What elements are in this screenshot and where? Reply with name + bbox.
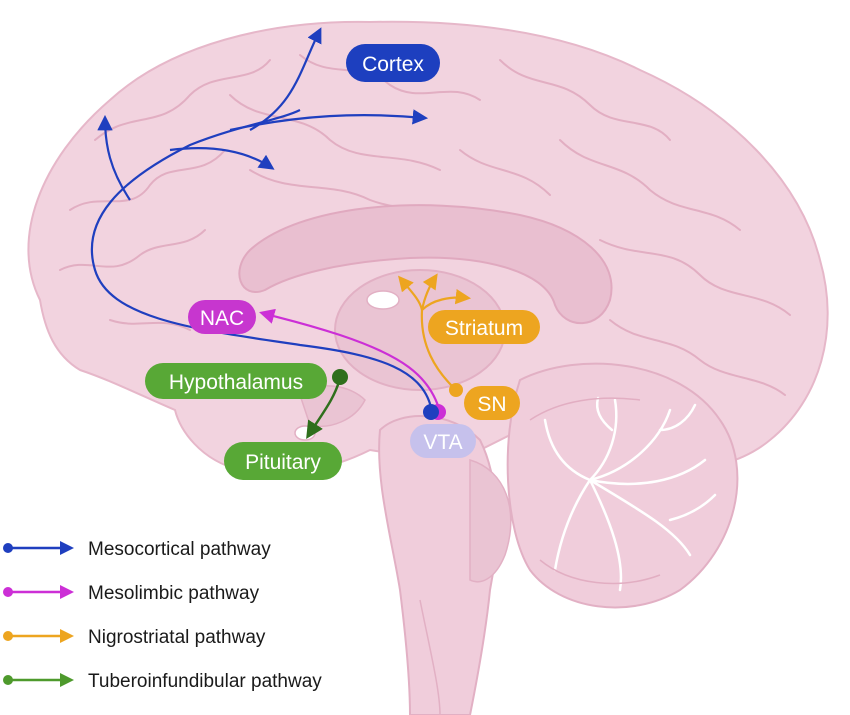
legend-arrowhead [60,629,74,643]
label-nac: NAC [188,300,256,334]
label-vta: VTA [410,424,476,458]
label-sn: SN [464,386,520,420]
mesocortical-branch-lower [169,147,275,170]
mesocortical-branch-frontal [97,114,131,201]
label-striatum-text: Striatum [445,317,523,340]
label-hypothalamus-text: Hypothalamus [169,371,303,394]
brainstem [378,415,498,715]
label-cortex: Cortex [346,44,440,82]
label-nac-text: NAC [200,307,244,330]
mesocortical-branch-mid [229,109,429,132]
legend-dot [3,543,13,553]
legend-arrowhead [60,541,74,555]
label-sn-text: SN [477,393,506,416]
mesocortical-pathway [90,27,434,413]
legend-label: Mesocortical pathway [88,539,271,560]
label-striatum: Striatum [428,310,540,344]
legend-dot [3,675,13,685]
mesolimbic-pathway [259,308,442,413]
legend-arrowhead [60,673,74,687]
legend-dot [3,631,13,641]
legend-label: Mesolimbic pathway [88,583,260,604]
legend-label: Tuberoinfundibular pathway [88,671,322,692]
legend-item: Mesolimbic pathway [3,583,260,604]
corpus-callosum [238,204,613,325]
legend-item: Mesocortical pathway [3,539,271,560]
label-vta-text: VTA [423,431,462,454]
label-hypothalamus: Hypothalamus [145,363,327,399]
legend-dot [3,587,13,597]
label-pituitary-text: Pituitary [245,451,321,474]
mesocortical-branch-superior [249,27,322,131]
vta-mesocortical-dot [423,404,439,420]
mesocortical-trunk [90,109,434,413]
legend-item: Tuberoinfundibular pathway [3,671,322,692]
legend-arrowhead [60,585,74,599]
cerebellum [506,362,739,609]
sn-origin-dot [449,383,463,397]
hypothalamus-origin-dot [332,369,348,385]
label-pituitary: Pituitary [224,442,342,480]
label-cortex-text: Cortex [362,53,424,76]
brain-illustration [27,20,829,715]
legend-item: Nigrostriatal pathway [3,627,266,648]
cerebellum-folia [543,396,717,592]
legend-label: Nigrostriatal pathway [88,627,266,648]
gyri-lines [59,54,791,396]
nigrostriatal-pathway [398,273,472,391]
